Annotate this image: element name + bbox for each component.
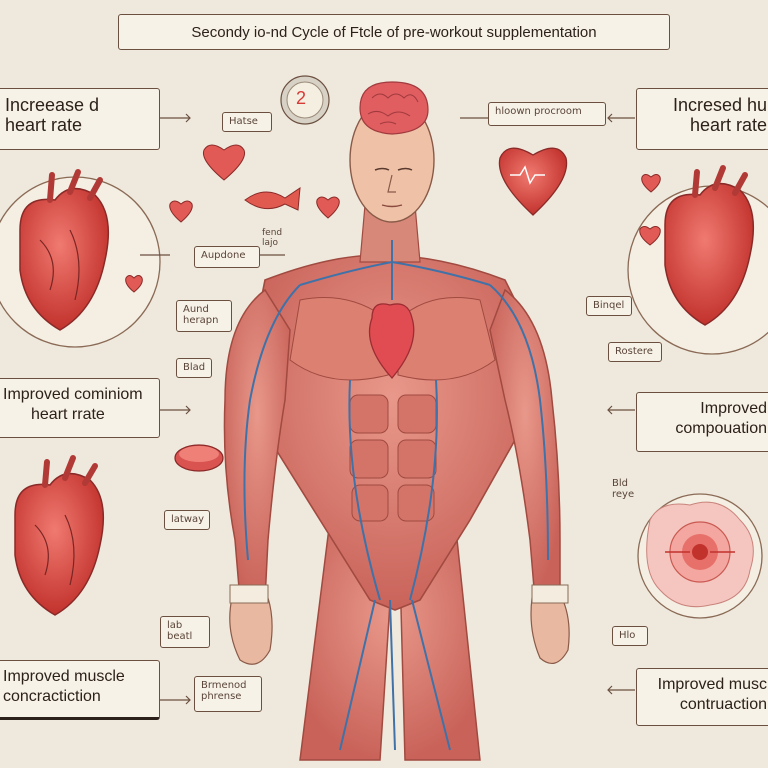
pill-icon [174,444,224,472]
heart-icon-small-2 [169,200,193,223]
right-mid-box-line1: Improved [700,400,767,417]
left-mid-box-line2: heart rrate [31,406,105,423]
left-top-box-line2: heart rate [5,115,83,135]
label-aupdone: Aupdone [194,246,260,268]
left-bottom-anatomical-heart [14,455,105,616]
label-fend-lajo: fend lajo [262,228,282,248]
heart-icon-small-6 [639,226,661,246]
right-top-box-line2: heart rate [689,115,767,135]
label-reye: reye [612,489,635,500]
left-bottom-box-line2: concractiction [3,688,101,705]
label-lab-beatl: lab beatl [160,616,210,648]
label-blad: Blad [176,358,212,378]
right-top-box: Incresed hu heart rate [636,88,768,150]
label-beatl: beatl [167,631,193,642]
fish-icon [244,187,301,211]
label-hatse: Hatse [222,112,272,132]
label-hlo: Hlo [612,626,648,646]
left-mid-box-line1: Improved cominiom [3,386,143,403]
left-top-box-line1: Increease d [5,95,100,115]
label-herapn: herapn [183,315,219,326]
heart-icon-small-1 [202,144,246,181]
left-mid-box: Improved cominiom heart rrate [0,378,160,438]
left-top-anatomical-heart [19,169,110,331]
right-mid-box: Improved compouation [636,392,768,452]
label-bld-reye: Bld reye [612,478,634,500]
connector-arrows [140,113,635,705]
label-brmenod: Brmenod [201,680,247,691]
human-body [223,81,570,761]
right-bottom-box-line2: contruaction [679,696,767,713]
heart-icon-small-3 [316,196,340,219]
label-aund-herapn: Aund herapn [176,300,232,332]
right-top-anatomical-heart [664,165,755,326]
label-lajo: lajo [262,238,279,248]
step-number-badge [280,75,330,125]
contraction-target-icon [646,501,754,608]
left-bottom-box-line1: Improved muscle [3,668,125,685]
left-bottom-box: Improved muscle concractiction [0,660,160,720]
right-bottom-box: Improved musc contruaction [636,668,768,726]
label-hloown-procroom: hloown procroom [488,102,606,126]
label-binqel: Binqel [586,296,632,316]
right-bottom-box-line1: Improved musc [657,676,767,693]
heart-icon-small-4 [641,174,661,193]
heart-icon-small-5 [125,275,143,293]
right-top-box-line1: Incresed hu [672,95,767,115]
right-mid-box-line2: compouation [675,420,767,437]
label-latway: latway [164,510,210,530]
label-aund: Aund [183,304,209,315]
label-phrense: phrense [201,691,242,702]
left-top-box: Increease d heart rate [0,88,160,150]
step-number: 2 [296,88,307,108]
label-rostere: Rostere [608,342,662,362]
label-bld: Bld [612,478,628,489]
label-brmenod-phrense: Brmenod phrense [194,676,262,712]
label-fend: fend [262,228,283,238]
diagram-title: Secondy io-nd Cycle of Ftcle of pre-work… [118,14,670,50]
heart-icon-large [498,147,568,216]
label-lab: lab [167,620,183,631]
